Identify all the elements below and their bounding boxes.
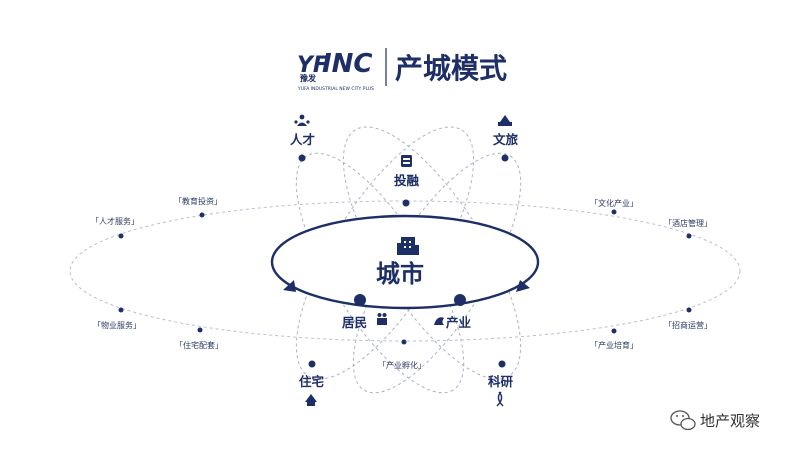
tag-dot-invest-operate (686, 307, 692, 313)
tag-dot-edu-invest (199, 212, 205, 218)
city-ring-arrow-left (283, 280, 296, 292)
tag-invest-operate: 「招商运营」 (664, 320, 712, 330)
logo-cn: 豫发 (300, 73, 317, 83)
housing-dot (308, 360, 316, 368)
tag-dot-culture-industry (611, 209, 617, 215)
city-label: 城市 (376, 260, 424, 288)
header: YF 豫发 INC YUFA INDUSTRIAL NEW CITY PLUS … (297, 48, 507, 92)
tag-property-service: 「物业服务」 (93, 320, 141, 330)
residents-dot (354, 294, 366, 306)
tag-dot-hotel-mgmt (686, 233, 692, 239)
tag-culture-industry: 「文化产业」 (590, 198, 638, 208)
watermark-text: 地产观察 (700, 412, 760, 430)
city-ring (270, 214, 540, 310)
tag-talent-service: 「人才服务」 (91, 216, 139, 226)
tag-housing-support: 「住宅配套」 (175, 340, 223, 350)
node-industry: 产业 (446, 315, 472, 330)
node-culture-travel: 文旅 (493, 132, 519, 147)
tag-dot-industry-cultivate (611, 328, 617, 334)
invest-dot (402, 199, 410, 207)
wechat-icon (670, 410, 696, 431)
industry-icon (434, 317, 444, 325)
logo-subtitle: YUFA INDUSTRIAL NEW CITY PLUS (297, 86, 374, 92)
watermark: 地产观察 (670, 410, 760, 431)
industry-dot (454, 294, 466, 306)
invest-icon (401, 155, 412, 167)
outer-ring (69, 200, 741, 342)
tag-industry-cultivate: 「产业培育」 (590, 340, 638, 350)
node-invest: 投融 (394, 173, 420, 188)
talent-dot (298, 154, 306, 162)
node-talent: 人才 (290, 132, 315, 147)
city-building-icon (397, 237, 419, 255)
residents-icon (377, 313, 387, 325)
tag-dot-industry-incubate (401, 339, 407, 345)
research-dot (498, 360, 506, 368)
tag-dot-talent-service (118, 233, 124, 239)
culture-travel-icon (498, 115, 512, 126)
housing-icon (305, 394, 317, 406)
node-housing: 住宅 (299, 374, 325, 389)
culture-travel-dot (501, 154, 509, 162)
talent-icon (294, 114, 310, 126)
logo-mark: YF (297, 53, 328, 78)
tag-dot-property-service (118, 307, 124, 313)
tag-dot-housing-support (197, 327, 203, 333)
research-dna-icon (496, 391, 504, 407)
tag-industry-incubate: 「产业孵化」 (378, 360, 426, 370)
logo-word: INC (322, 49, 373, 79)
node-research: 科研 (488, 374, 514, 389)
node-residents: 居民 (342, 315, 367, 330)
tag-edu-invest: 「教育投资」 (174, 196, 222, 206)
city-ring-arrow-right (516, 280, 530, 292)
page-title: 产城模式 (395, 52, 507, 85)
tag-hotel-mgmt: 「酒店管理」 (664, 218, 712, 228)
